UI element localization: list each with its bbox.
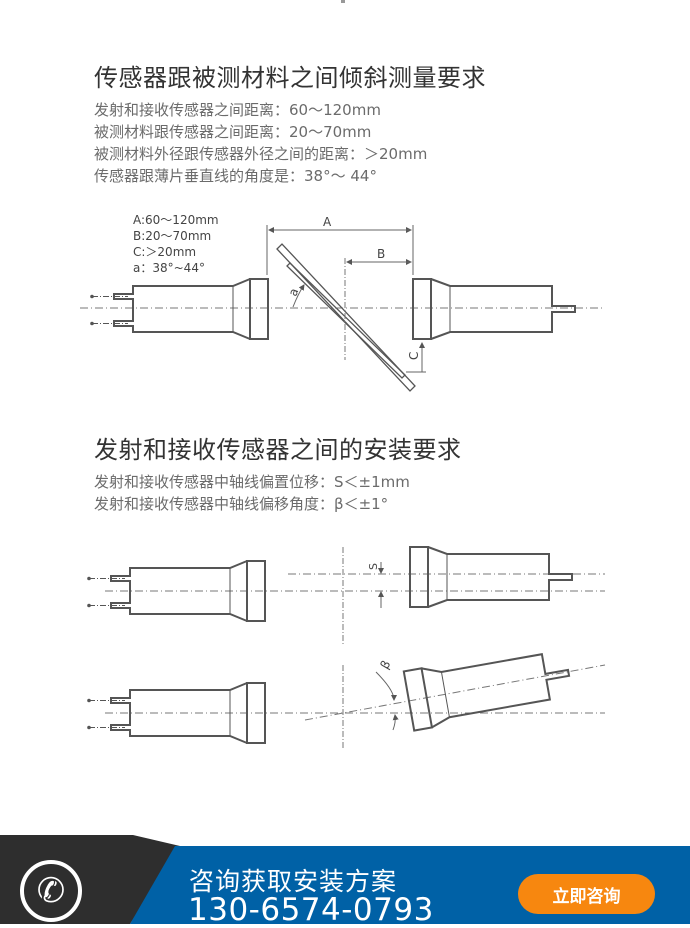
phone-icon: ✆ xyxy=(20,860,82,922)
legend-b: B:20～70mm xyxy=(133,229,211,243)
emitter-sensor xyxy=(89,278,269,340)
receiver-sensor xyxy=(412,278,576,340)
section2-title: 发射和接收传感器之间的安装要求 xyxy=(94,436,462,464)
requirement-line: 被测材料外径跟传感器外径之间的距离：＞20mm xyxy=(94,145,428,163)
requirement-line: 发射和接收传感器中轴线偏移角度：β＜±1° xyxy=(94,495,389,513)
legend-c: C:＞20mm xyxy=(133,245,196,259)
requirement-line: 传感器跟薄片垂直线的角度是：38°～ 44° xyxy=(94,167,377,185)
test-sheet xyxy=(276,243,416,392)
dim-a-label: A xyxy=(323,215,332,229)
footer-banner: ✆ 咨询获取安装方案 130-6574-0793 立即咨询 xyxy=(0,830,690,928)
offset-diagram: S xyxy=(86,546,605,646)
consult-now-button[interactable]: 立即咨询 xyxy=(518,874,655,914)
dim-b-label: B xyxy=(377,247,385,261)
offset-s-label: S xyxy=(367,563,380,570)
requirement-line: 被测材料跟传感器之间距离：20～70mm xyxy=(94,123,372,141)
receiver-sensor-tilted xyxy=(402,642,575,732)
legend-angle: a：38°~44° xyxy=(133,261,205,275)
footer-title: 咨询获取安装方案 xyxy=(189,867,398,896)
section1-title: 传感器跟被测材料之间倾斜测量要求 xyxy=(94,64,486,92)
installation-diagrams: A:60～120mm B:20～70mm C:＞20mm a：38°~44° A… xyxy=(80,213,606,750)
legend-a: A:60～120mm xyxy=(133,213,219,227)
tilt-diagram: A:60～120mm B:20～70mm C:＞20mm a：38°~44° A… xyxy=(80,213,605,392)
requirement-line: 发射和接收传感器中轴线偏置位移：S＜±1mm xyxy=(94,473,410,491)
angle-a-label: a xyxy=(286,286,302,298)
top-mark xyxy=(341,0,345,3)
receiver-sensor-offset xyxy=(409,546,573,608)
section1-requirements: 发射和接收传感器之间距离：60～120mm 被测材料跟传感器之间距离：20～70… xyxy=(94,99,427,187)
section2-requirements: 发射和接收传感器中轴线偏置位移：S＜±1mm 发射和接收传感器中轴线偏移角度：β… xyxy=(94,471,410,515)
dim-c-label: C xyxy=(407,352,421,360)
angle-diagram: β xyxy=(86,642,606,750)
angle-beta-label: β xyxy=(377,658,393,672)
requirement-line: 发射和接收传感器之间距离：60～120mm xyxy=(94,101,381,119)
footer-phone[interactable]: 130-6574-0793 xyxy=(188,892,434,928)
